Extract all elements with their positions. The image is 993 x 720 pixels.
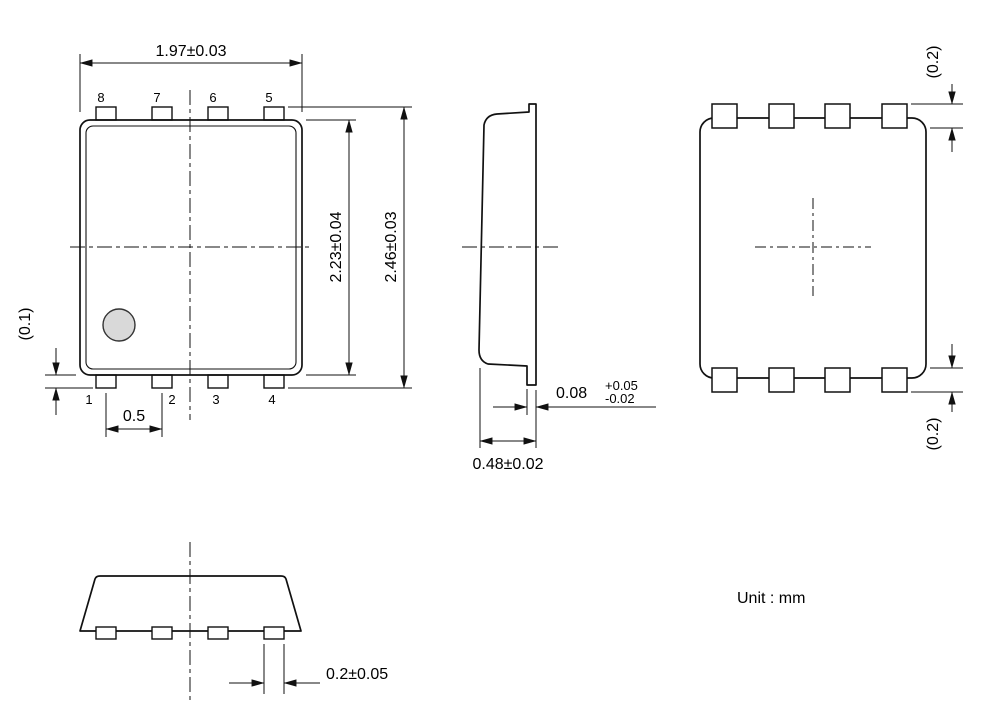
back-pad-bottom-3 (824, 367, 851, 393)
dim-foot-tol-lower: -0.02 (605, 391, 635, 406)
dim-pitch-label: 0.5 (123, 408, 145, 425)
lead-pin-5 (263, 106, 285, 121)
bottom-lead-3 (207, 626, 229, 640)
pin-number-8: 8 (97, 90, 104, 105)
back-pad-bottom-1 (711, 367, 738, 393)
pin1-indicator-dot (102, 308, 136, 342)
bottom-lead-1 (95, 626, 117, 640)
dim-foot-label: 0.08 (556, 385, 587, 402)
bottom-lead-4 (263, 626, 285, 640)
dim-foot-tol-upper: +0.05 (605, 378, 638, 393)
dim-body-height-label: 2.23±0.04 (328, 211, 345, 282)
lead-pin-1 (95, 374, 117, 389)
pin-number-7: 7 (153, 90, 160, 105)
dim-overall-height-label: 2.46±0.03 (383, 211, 400, 282)
front-view-dimensions: 1.97±0.03 2.23±0.04 2.46±0.03 (0.1) 0.5 (17, 43, 412, 437)
bottom-view: 0.2±0.05 (79, 542, 388, 703)
bottom-lead-2 (151, 626, 173, 640)
lead-pin-4 (263, 374, 285, 389)
dim-lead-width-label: 0.2±0.05 (326, 666, 388, 683)
back-body (699, 117, 927, 379)
dim-protrusion-label: (0.1) (17, 308, 34, 341)
pin-number-5: 5 (265, 90, 272, 105)
side-view: 0.48±0.02 0.08 +0.05 -0.02 (462, 103, 656, 473)
dim-pad-bottom-label: (0.2) (925, 418, 942, 451)
back-view: (0.2) (0.2) (699, 46, 963, 451)
dim-pad-top-label: (0.2) (925, 46, 942, 79)
pin-number-2: 2 (168, 392, 175, 407)
pin-number-6: 6 (209, 90, 216, 105)
back-pad-top-4 (881, 103, 908, 129)
back-pad-top-1 (711, 103, 738, 129)
lead-pin-2 (151, 374, 173, 389)
back-pad-top-3 (824, 103, 851, 129)
lead-pin-6 (207, 106, 229, 121)
pin-number-4: 4 (268, 392, 275, 407)
lead-pin-7 (151, 106, 173, 121)
unit-label: Unit : mm (737, 590, 805, 607)
pin-number-1: 1 (85, 392, 92, 407)
bottom-profile (79, 575, 302, 632)
back-pad-bottom-2 (768, 367, 795, 393)
front-view: 8 7 6 5 1 2 3 4 (70, 90, 312, 420)
side-profile (478, 103, 537, 386)
pin-number-3: 3 (212, 392, 219, 407)
lead-pin-3 (207, 374, 229, 389)
dim-thickness-label: 0.48±0.02 (472, 456, 543, 473)
dim-width-label: 1.97±0.03 (155, 43, 226, 60)
back-pad-bottom-4 (881, 367, 908, 393)
back-pad-top-2 (768, 103, 795, 129)
lead-pin-8 (95, 106, 117, 121)
